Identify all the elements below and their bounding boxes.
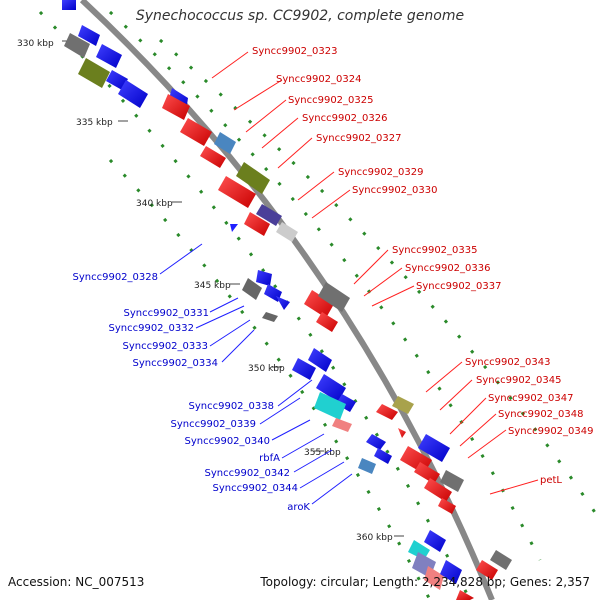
- gene-feature: [64, 33, 90, 58]
- gene-feature: [316, 374, 346, 402]
- gene-feature: [230, 224, 238, 232]
- gene-feature: [424, 530, 446, 552]
- gene-label: Syncc9902_0330: [352, 185, 438, 196]
- gene-feature: [332, 418, 352, 432]
- tick-label: 350 kbp: [248, 364, 285, 374]
- gene-label: Syncc9902_0336: [405, 263, 491, 274]
- gene-feature: [244, 212, 270, 236]
- gene-feature: [476, 560, 498, 580]
- gene-feature: [180, 118, 212, 146]
- gene-feature: [424, 478, 452, 502]
- gene-feature: [292, 358, 316, 380]
- gene-label: Syncc9902_0329: [338, 167, 424, 178]
- forward-leaders: [211, 51, 539, 495]
- gene-feature: [308, 348, 332, 372]
- gene-feature: [304, 290, 334, 318]
- forward-strand-genes: [162, 88, 512, 600]
- gene-feature: [366, 434, 386, 450]
- gene-feature: [276, 296, 290, 310]
- gene-label: petL: [540, 475, 562, 486]
- gene-feature: [392, 396, 414, 414]
- gene-feature: [374, 448, 392, 464]
- tick-label: 360 kbp: [356, 533, 393, 543]
- gene-label: Syncc9902_0325: [288, 95, 374, 106]
- gene-feature: [418, 434, 450, 462]
- gene-label: aroK: [287, 502, 310, 513]
- gene-label: Syncc9902_0340: [185, 436, 271, 447]
- gene-feature: [78, 25, 100, 46]
- gene-feature: [376, 404, 398, 420]
- gene-label: Syncc9902_0347: [488, 393, 574, 404]
- gene-label: Syncc9902_0327: [316, 133, 402, 144]
- reverse-labels: Syncc9902_0328 Syncc9902_0331 Syncc9902_…: [73, 272, 311, 513]
- gene-feature: [200, 146, 226, 168]
- gene-feature: [78, 58, 110, 88]
- gene-label: Syncc9902_0342: [205, 468, 291, 479]
- gene-feature: [408, 540, 430, 560]
- gene-feature: [414, 462, 440, 484]
- gene-feature: [318, 282, 350, 312]
- gene-label: Syncc9902_0334: [133, 358, 219, 369]
- gene-label: Syncc9902_0345: [476, 375, 562, 386]
- gene-feature: [398, 428, 406, 438]
- gene-feature: [316, 312, 338, 332]
- tick-label: 355 kbp: [304, 448, 341, 458]
- topology-text: Topology: circular; Length: 2,234,828 bp…: [260, 575, 590, 589]
- gene-feature: [96, 44, 122, 68]
- gene-feature: [162, 94, 190, 120]
- gene-label: Syncc9902_0339: [171, 419, 257, 430]
- gene-feature: [358, 458, 376, 474]
- gene-label: Syncc9902_0331: [124, 308, 210, 319]
- reverse-strand-genes: [62, 0, 462, 590]
- map-title: Synechococcus sp. CC9902, complete genom…: [135, 8, 465, 24]
- gene-feature: [118, 80, 148, 108]
- gene-feature: [438, 498, 456, 514]
- gene-feature: [256, 204, 282, 226]
- gene-feature: [262, 312, 278, 322]
- gene-feature: [440, 560, 462, 584]
- forward-labels: Syncc9902_0323 Syncc9902_0324 Syncc9902_…: [252, 46, 594, 486]
- gene-feature: [314, 392, 346, 420]
- gene-label: Syncc9902_0338: [189, 401, 275, 412]
- reverse-leaders: [159, 243, 353, 505]
- gene-feature: [214, 132, 236, 154]
- gene-label: Syncc9902_0344: [213, 483, 299, 494]
- gene-label: rbfA: [259, 453, 280, 464]
- gene-feature: [256, 270, 272, 286]
- gene-feature: [236, 162, 270, 194]
- gene-label: Syncc9902_0326: [302, 113, 388, 124]
- gene-label: Syncc9902_0343: [465, 357, 551, 368]
- tick-label: 345 kbp: [194, 281, 231, 291]
- gene-label: Syncc9902_0337: [416, 281, 502, 292]
- gene-label: Syncc9902_0349: [508, 426, 594, 437]
- gene-feature: [424, 566, 444, 590]
- gene-label: Syncc9902_0332: [109, 323, 195, 334]
- gene-feature: [336, 394, 356, 412]
- gene-label: Syncc9902_0324: [276, 74, 362, 85]
- gene-label: Syncc9902_0328: [73, 272, 159, 283]
- gene-label: Syncc9902_0333: [123, 341, 209, 352]
- gene-feature: [440, 470, 464, 492]
- gene-feature: [62, 0, 76, 10]
- gene-feature: [276, 222, 298, 242]
- gene-feature: [106, 70, 128, 90]
- accession-text: Accession: NC_007513: [8, 575, 145, 589]
- gene-label: Syncc9902_0335: [392, 245, 478, 256]
- gene-feature: [242, 278, 262, 300]
- tick-label: 335 kbp: [76, 118, 113, 128]
- gene-feature: [490, 550, 512, 570]
- tick-label: 330 kbp: [17, 39, 54, 49]
- tick-label: 340 kbp: [136, 199, 173, 209]
- gene-feature: [456, 590, 474, 600]
- gene-label: Syncc9902_0323: [252, 46, 338, 57]
- gene-feature: [218, 176, 256, 208]
- gene-label: Syncc9902_0348: [498, 409, 584, 420]
- scale-ticks: 330 kbp 335 kbp 340 kbp 345 kbp 350 kbp …: [17, 39, 404, 543]
